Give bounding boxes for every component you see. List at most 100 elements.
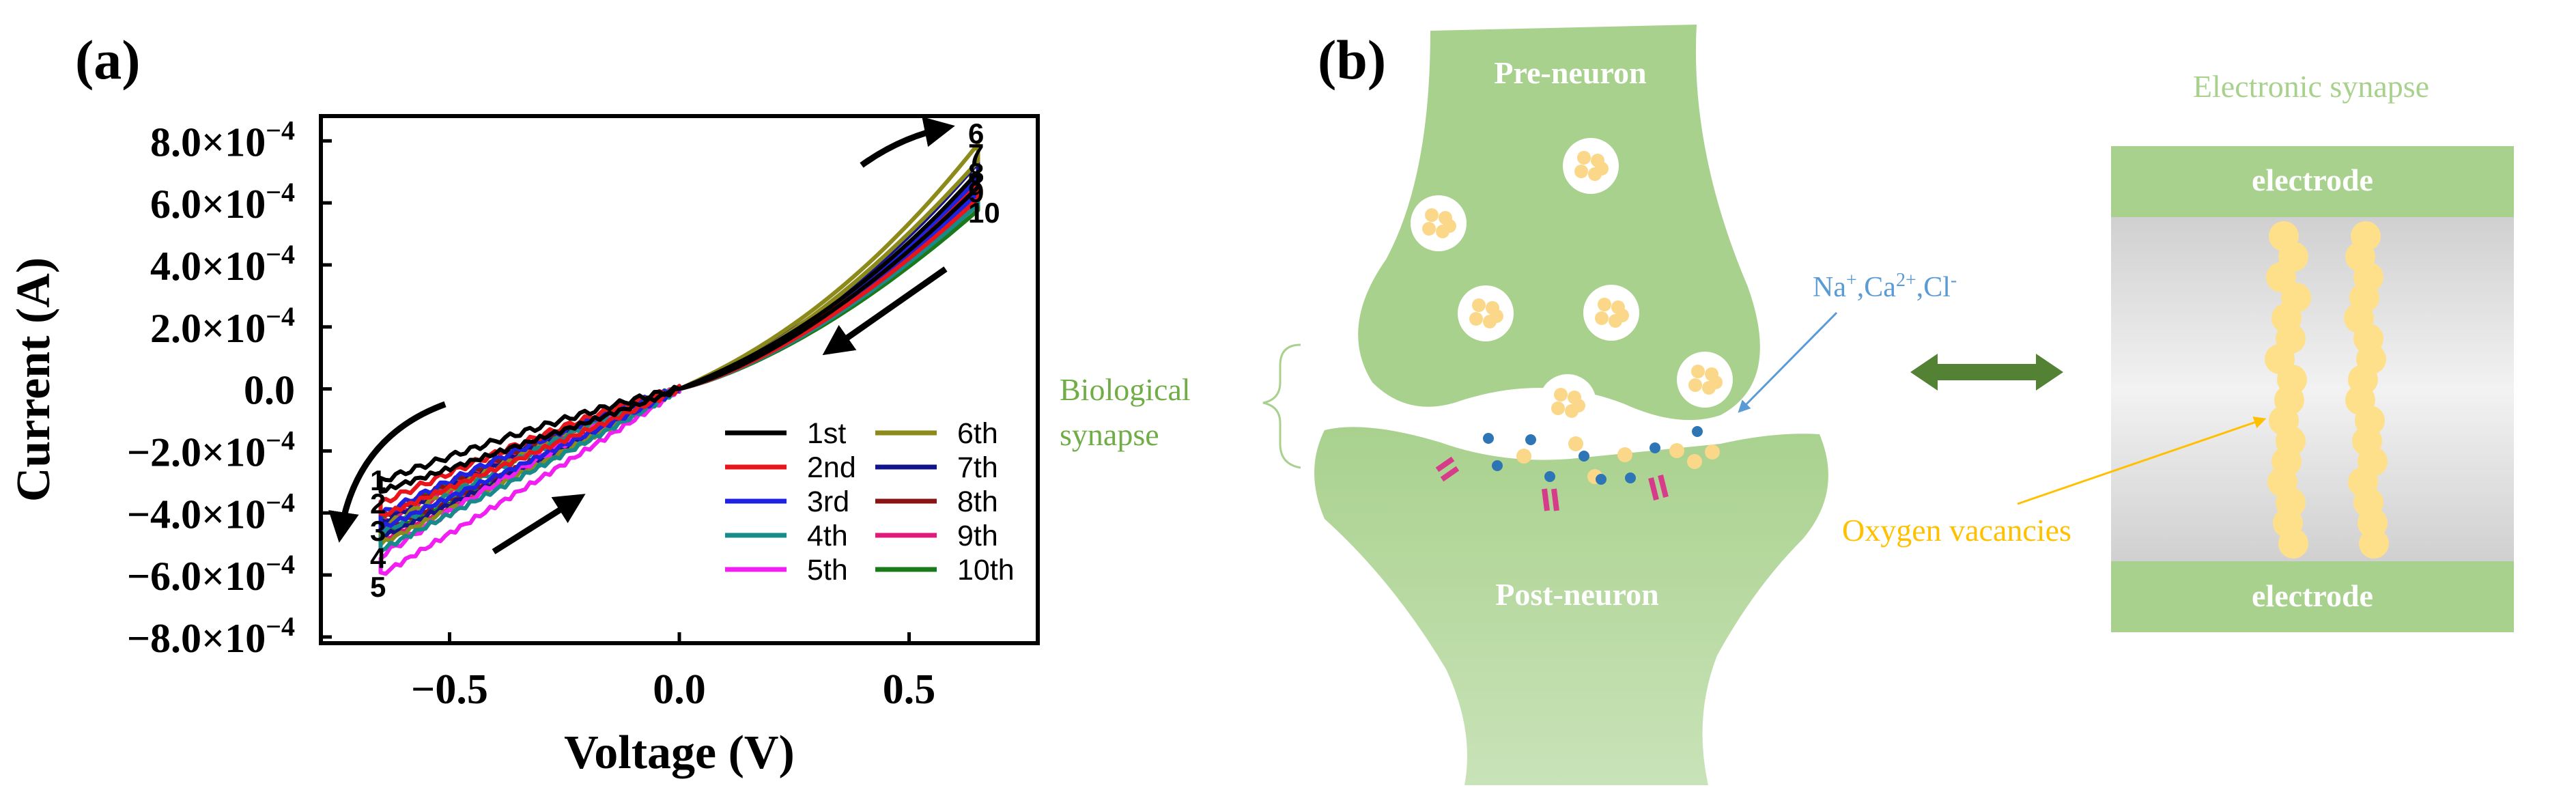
neurotransmitter-dot: [1516, 449, 1531, 464]
legend-item-10th: 10th: [875, 554, 1015, 587]
legend-label: 5th: [807, 554, 848, 587]
ion-dot: [1483, 433, 1494, 444]
synaptic-cleft-particles: [1483, 426, 1720, 485]
ions-pointer-arrow: [1738, 311, 1838, 413]
ion-dot: [1625, 472, 1636, 483]
y-tick-label: −2.0×10−4: [127, 425, 295, 475]
y-tick-label: −8.0×10−4: [127, 611, 295, 661]
neurotransmitter-dot: [1568, 436, 1583, 451]
legend-label: 6th: [957, 417, 998, 450]
filament-2: [2344, 221, 2389, 559]
cycle-number-7: 7: [968, 138, 984, 170]
legend-item-4th: 4th: [725, 520, 848, 552]
top-electrode-label: electrode: [2252, 163, 2373, 197]
y-tick-label: 8.0×10−4: [150, 115, 295, 165]
plot-frame: [319, 114, 1040, 645]
x-tick-label: −0.5: [411, 666, 488, 713]
pre-neuron-label: Pre-neuron: [1494, 55, 1646, 90]
legend-label: 4th: [807, 520, 848, 552]
ion-dot: [1579, 451, 1589, 462]
y-tick-label: 2.0×10−4: [150, 301, 295, 351]
y-tick-label: −4.0×10−4: [127, 487, 295, 537]
vesicle: [1583, 285, 1639, 341]
receptor-1: [1435, 456, 1460, 482]
sweep-direction-arrows: [328, 117, 955, 554]
ion-dot: [1492, 460, 1503, 471]
oxygen-vacancies-label: Oxygen vacancies: [1842, 513, 2071, 548]
neurotransmitter-dot: [1705, 444, 1720, 460]
y-tick-label: −6.0×10−4: [127, 549, 295, 599]
biological-synapse-label-line2: synapse: [1060, 417, 1159, 452]
sweep-arrow-downward: [822, 266, 948, 356]
legend-item-7th: 7th: [875, 451, 998, 484]
cycle-number-1: 1: [370, 464, 386, 496]
cycle-number-6: 6: [968, 117, 984, 150]
vacancy-pointer-arrow: [2017, 416, 2267, 505]
bottom-electrode: [2111, 561, 2514, 632]
legend-item-3rd: 3rd: [725, 485, 849, 518]
legend-label: 9th: [957, 520, 998, 552]
panel-a-label: (a): [75, 29, 141, 91]
cycle-number-5: 5: [370, 571, 386, 603]
cycle-number-2: 2: [370, 488, 386, 520]
panel-b-label: (b): [1318, 29, 1386, 91]
legend-item-1st: 1st: [725, 417, 846, 450]
legend-label: 2nd: [807, 451, 856, 484]
ion-dot: [1525, 434, 1536, 445]
neurotransmitter-dot: [1687, 454, 1702, 469]
ion-dot: [1596, 474, 1607, 485]
cycle-number-9: 9: [968, 176, 984, 208]
neurotransmitter-dot: [1669, 443, 1684, 458]
synapse-brace: [1262, 343, 1301, 469]
oxygen-vacancy: [2278, 528, 2308, 559]
legend-label: 1st: [807, 417, 846, 450]
cycle-number-3: 3: [370, 515, 386, 547]
oxygen-vacancy-filaments: [2265, 221, 2389, 559]
x-tick-label: 0.5: [883, 666, 936, 713]
x-tick-label: 0.0: [653, 666, 706, 713]
legend-item-8th: 8th: [875, 485, 998, 518]
iv-curves: [378, 141, 980, 576]
post-neuron-shape: [1314, 427, 1828, 785]
ion-dot: [1650, 442, 1660, 453]
neurotransmitter-dot: [1617, 447, 1632, 462]
legend-label: 7th: [957, 451, 998, 484]
y-tick-label: 4.0×10−4: [150, 239, 295, 289]
cycle-number-8: 8: [968, 157, 984, 189]
vesicle: [1563, 138, 1619, 194]
post-neuron-label: Post-neuron: [1495, 577, 1658, 612]
x-axis: −0.5 0.0 0.5: [411, 632, 935, 713]
y-tick-label: 6.0×10−4: [150, 177, 295, 227]
oxygen-vacancy: [2359, 528, 2389, 559]
panel-a: (a) 8.0×10−46.0×10−44.0×10−42.0×10−40.0−…: [8, 29, 1040, 779]
pre-neuron-shape: [1358, 25, 1760, 421]
switching-layer: [2111, 217, 2514, 561]
ion-dot: [1692, 426, 1703, 437]
y-axis: 8.0×10−4 6.0×10−4 4.0×10−4 2.0×10−4 0.0 −2.0×…: [127, 115, 332, 661]
electronic-synapse-title: Electronic synapse: [2193, 69, 2429, 104]
legend-label: 10th: [957, 554, 1015, 587]
ions-label: Na+,Ca2+,Cl-: [1813, 270, 1957, 304]
y-tick-label: 0.0: [244, 368, 295, 413]
legend-item-2nd: 2nd: [725, 451, 856, 484]
cycle-number-4: 4: [370, 542, 386, 574]
bottom-electrode-label: electrode: [2252, 578, 2373, 613]
legend-item-5th: 5th: [725, 554, 848, 587]
legend-label: 3rd: [807, 485, 849, 518]
iv-curve-5th: [378, 179, 980, 576]
vesicle: [1677, 352, 1733, 408]
legend-item-9th: 9th: [875, 520, 998, 552]
equivalence-double-arrow: [1910, 354, 2063, 391]
filament-1: [2265, 221, 2311, 559]
synaptic-vesicles: [1411, 138, 1733, 432]
vesicle: [1539, 374, 1596, 432]
ion-dot: [1544, 471, 1555, 482]
top-electrode: [2111, 146, 2514, 217]
panel-b: (b) Pre-neuron Post-neuron: [1060, 25, 2514, 785]
x-axis-title: Voltage (V): [564, 726, 795, 779]
sweep-arrow-lower-left: [328, 401, 447, 543]
receptor-3: [1648, 475, 1669, 500]
vesicle: [1411, 195, 1467, 251]
